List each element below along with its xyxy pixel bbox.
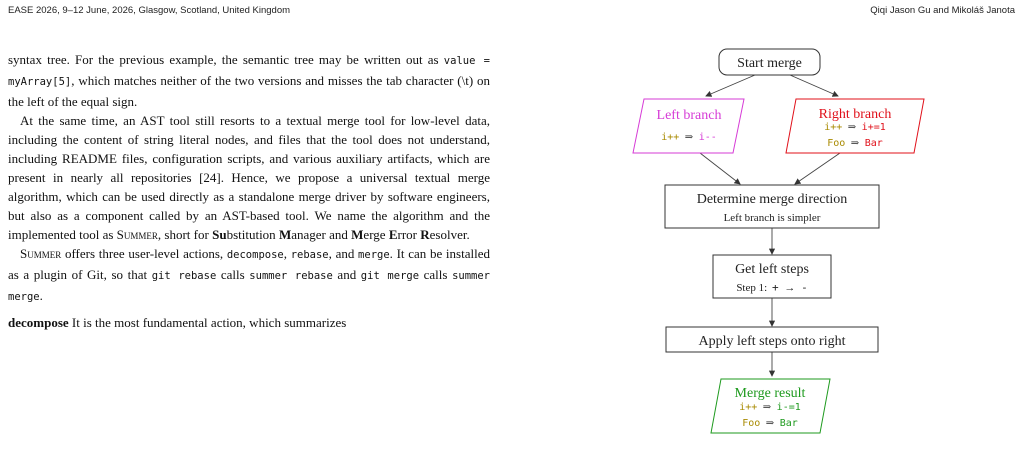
right-branch-change-1: i++ ⇒ i+=1 xyxy=(824,122,886,133)
apply-node xyxy=(665,326,879,353)
merge-result-node xyxy=(710,378,831,434)
tool-name: Summer xyxy=(116,227,158,242)
running-header: EASE 2026, 9–12 June, 2026, Glasgow, Sco… xyxy=(8,5,1015,19)
merge-result-title: Merge result xyxy=(735,386,806,401)
merge-result-change-2: Foo ⇒ Bar xyxy=(742,418,798,429)
paragraph-4: decompose It is the most fundamental act… xyxy=(8,315,347,330)
get-steps-title: Get left steps xyxy=(735,262,809,277)
left-branch-title: Left branch xyxy=(657,108,722,123)
body-text-column: syntax tree. For the previous example, t… xyxy=(8,50,490,332)
tool-name: Summer xyxy=(20,246,62,261)
header-venue: EASE 2026, 9–12 June, 2026, Glasgow, Sco… xyxy=(8,5,291,16)
paragraph-3: Summer offers three user-level actions, … xyxy=(8,246,490,303)
arrow-start-to-left xyxy=(705,74,756,97)
determine-node xyxy=(664,184,880,229)
right-branch-change-2: Foo ⇒ Bar xyxy=(827,138,883,149)
left-branch-change: i++ ⇒ i-- xyxy=(661,132,717,143)
header-authors: Qiqi Jason Gu and Mikoláš Janota xyxy=(870,5,1015,16)
definition-term: decompose xyxy=(8,315,69,330)
arrow-right-to-determine xyxy=(794,152,841,185)
start-node-label: Start merge xyxy=(737,56,802,71)
inline-code-semantic-tree: value = myArray[5] xyxy=(8,55,490,88)
paragraph-2: At the same time, an AST tool still reso… xyxy=(8,113,490,242)
determine-title: Determine merge direction xyxy=(697,192,848,207)
left-branch-node xyxy=(632,98,745,154)
arrow-left-to-determine xyxy=(699,152,741,185)
start-node xyxy=(718,48,821,76)
merge-flowchart: Start merge Left branch i++ ⇒ i-- Right … xyxy=(632,48,925,434)
right-branch-title: Right branch xyxy=(819,107,892,122)
get-steps-node xyxy=(712,254,832,299)
get-steps-step: Step 1: + → - xyxy=(736,281,807,294)
arrow-start-to-right xyxy=(789,74,839,97)
right-branch-node xyxy=(785,98,925,154)
apply-label: Apply left steps onto right xyxy=(699,334,846,349)
merge-result-change-1: i++ ⇒ i-=1 xyxy=(739,402,801,413)
determine-subtitle: Left branch is simpler xyxy=(724,212,821,224)
paragraph-1: syntax tree. For the previous example, t… xyxy=(8,52,490,109)
flow-arrows xyxy=(699,74,841,377)
